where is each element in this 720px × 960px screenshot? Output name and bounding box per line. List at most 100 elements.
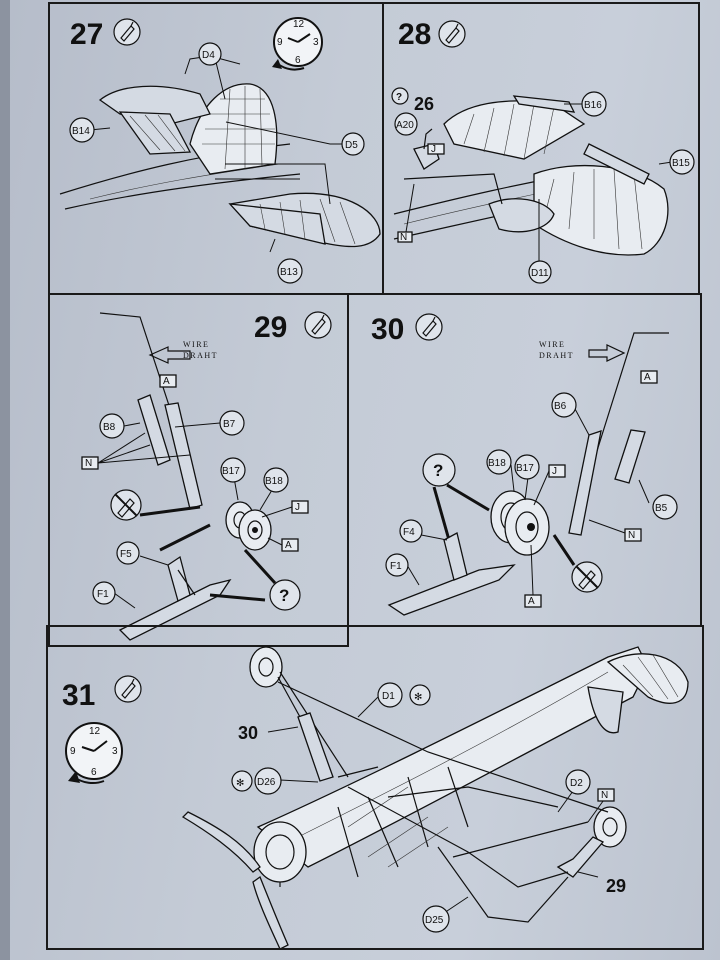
step-27-panel: 27 12 3 6 9: [48, 2, 384, 295]
svg-text:?: ?: [396, 92, 402, 103]
part-label-d11: D11: [528, 260, 552, 284]
glue-tag-a: A: [644, 372, 651, 383]
step-number: 30: [371, 313, 404, 346]
no-glue-icon: [571, 561, 603, 593]
glue-tube-icon: [304, 311, 332, 339]
part-label-b18: B18: [263, 467, 289, 493]
part-label-b17: B17: [220, 457, 246, 483]
step-27-drawing: 27 12 3 6 9: [59, 17, 381, 284]
clock-12: 12: [89, 726, 101, 737]
part-label-d26: D26: [254, 767, 282, 795]
glue-tube-icon: [438, 20, 466, 48]
question-icon: ?: [269, 579, 301, 611]
part-label-b14: B14: [69, 117, 95, 143]
svg-text:D25: D25: [425, 915, 444, 926]
step-29-drawing: 29 WIRE DRAHT A: [81, 311, 332, 641]
svg-text:A20: A20: [396, 120, 414, 131]
part-label-b5: B5: [652, 494, 678, 520]
part-label-b13: B13: [277, 258, 303, 284]
part-label-d1: D1: [377, 682, 403, 708]
glue-tag-a: A: [528, 596, 535, 607]
wire-label: WIRE: [539, 340, 565, 349]
svg-text:F5: F5: [120, 549, 132, 560]
clock-6: 6: [295, 55, 301, 66]
svg-text:B15: B15: [672, 158, 690, 169]
part-label-d2: D2: [565, 769, 591, 795]
svg-text:D5: D5: [345, 140, 358, 151]
step-30-drawing: 30 WIRE DRAHT A ?: [371, 313, 678, 616]
clock-3: 3: [112, 746, 118, 757]
glue-tag-n: N: [601, 790, 608, 801]
step-number: 27: [70, 18, 103, 51]
part-label-d5: D5: [341, 132, 365, 156]
step-31-panel: 31 12 3 6 9: [46, 625, 704, 950]
svg-text:?: ?: [279, 586, 289, 605]
svg-text:✻: ✻: [236, 778, 244, 789]
svg-text:B8: B8: [103, 422, 116, 433]
clock-9: 9: [277, 37, 283, 48]
no-glue-icon: [110, 489, 142, 521]
svg-text:?: ?: [433, 461, 443, 480]
draht-label: DRAHT: [183, 351, 218, 360]
assembly-30: 30: [238, 723, 258, 743]
part-label-b15: B15: [669, 149, 695, 175]
part-label-d4: D4: [198, 42, 222, 66]
svg-text:F1: F1: [97, 589, 109, 600]
svg-text:B6: B6: [554, 401, 567, 412]
part-26: 26: [414, 94, 434, 114]
glue-tag-j: J: [552, 466, 557, 477]
step-29-panel: 29 WIRE DRAHT A: [48, 293, 349, 647]
glue-tag-a: A: [163, 376, 170, 387]
part-label-b7: B7: [219, 410, 245, 436]
question-icon: ?: [391, 87, 409, 105]
svg-text:D11: D11: [531, 268, 549, 279]
glue-tag-j: J: [295, 502, 300, 513]
wire-label: WIRE: [183, 340, 209, 349]
svg-text:D26: D26: [257, 777, 276, 788]
part-label-b16: B16: [581, 91, 607, 117]
question-icon: ?: [422, 453, 456, 487]
glue-tag-n: N: [400, 232, 407, 243]
svg-text:D1: D1: [382, 691, 395, 702]
step-28-drawing: 28 ? 26 A20 J: [391, 18, 695, 284]
clock-12: 12: [293, 19, 305, 30]
part-label-f4: F4: [399, 519, 423, 543]
glue-tag-n: N: [85, 458, 92, 469]
part-label-f5: F5: [116, 541, 140, 565]
svg-text:✻: ✻: [414, 692, 422, 703]
part-label-b17: B17: [514, 454, 540, 480]
svg-text:B18: B18: [488, 458, 506, 469]
step-30-panel: 30 WIRE DRAHT A ?: [347, 293, 702, 627]
step-31-drawing: 31 12 3 6 9: [62, 646, 689, 948]
svg-text:D2: D2: [570, 778, 583, 789]
clock-icon: 12 3 6 9: [272, 17, 323, 71]
clock-icon: 12 3 6 9: [65, 722, 123, 784]
part-label-a20: A20: [394, 112, 418, 136]
svg-text:B13: B13: [280, 267, 298, 278]
clock-3: 3: [313, 37, 319, 48]
asterisk-icon: ✻: [231, 770, 253, 792]
part-label-d25: D25: [422, 905, 450, 933]
svg-text:F1: F1: [390, 561, 402, 572]
part-label-f1: F1: [92, 581, 116, 605]
svg-text:B17: B17: [516, 463, 534, 474]
glue-tube-icon: [114, 675, 142, 703]
glue-tube-icon: [415, 313, 443, 341]
glue-tube-icon: [113, 18, 141, 46]
svg-text:B17: B17: [222, 466, 240, 477]
draht-label: DRAHT: [539, 351, 574, 360]
glue-tag-n: N: [628, 530, 635, 541]
part-label-f1: F1: [385, 553, 409, 577]
instruction-page: 27 12 3 6 9: [10, 0, 720, 960]
svg-text:B5: B5: [655, 503, 668, 514]
glue-tag-a: A: [285, 540, 292, 551]
part-label-b6: B6: [551, 392, 577, 418]
clock-6: 6: [91, 767, 97, 778]
assembly-29: 29: [606, 876, 626, 896]
step-number: 28: [398, 18, 431, 51]
step-28-panel: 28 ? 26 A20 J: [382, 2, 700, 295]
glue-tag-j: J: [431, 144, 436, 155]
svg-text:B7: B7: [223, 419, 236, 430]
step-number: 31: [62, 679, 95, 712]
svg-text:B14: B14: [72, 126, 90, 137]
